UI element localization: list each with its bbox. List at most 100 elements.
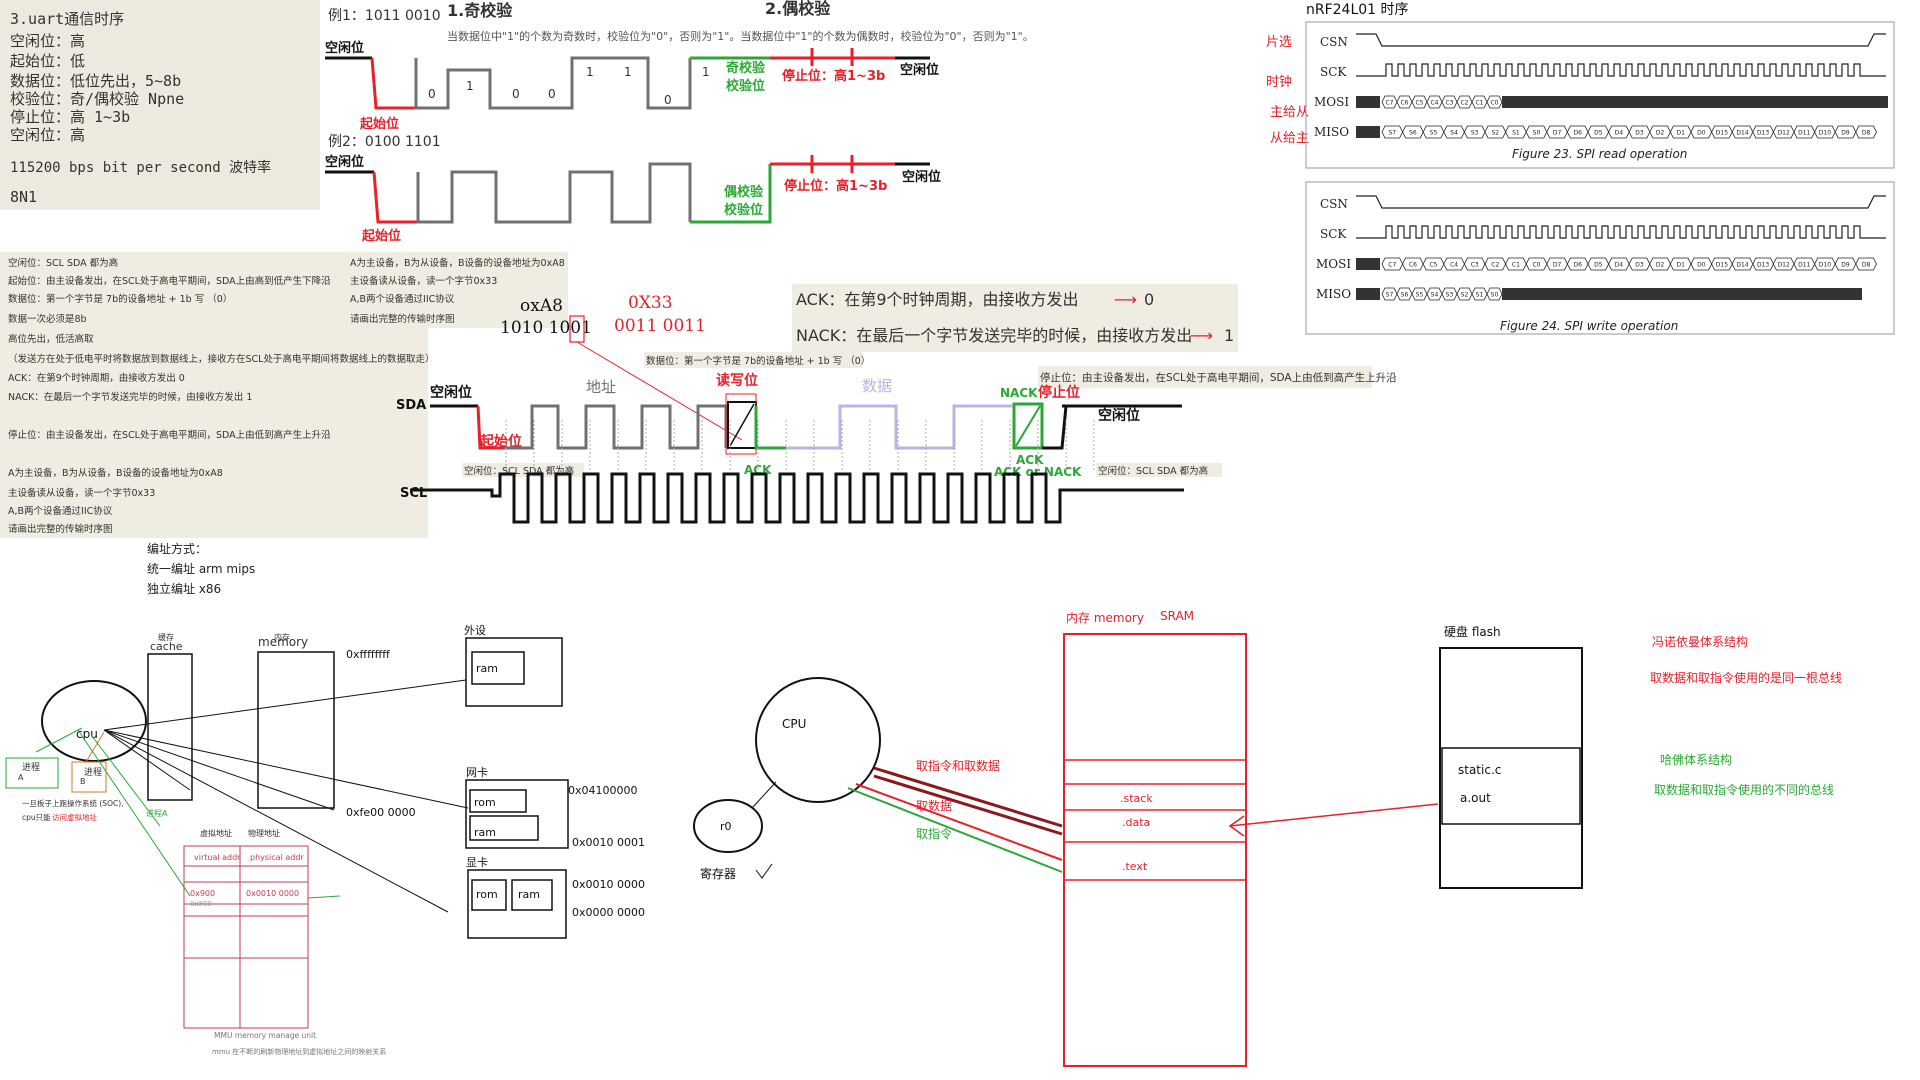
sda-ack-wave (754, 406, 786, 450)
spi-write-sck: SCK (1320, 227, 1347, 241)
spi-write-frame (1305, 181, 1895, 335)
cpu-note-2: 访问虚拟地址 (52, 812, 97, 822)
i2c-addr-bin: 1010 1001 (500, 318, 592, 338)
i2c-ack-or-label-1: ACK (1016, 453, 1044, 467)
i2c-note-9: 停止位：由主设备发出，在SCL处于高电平期间，SDA上由低到高产生上升沿 (8, 429, 331, 441)
parity-idle-label-1: 空闲位 (325, 40, 364, 56)
i2c-addr-label: 地址 (586, 378, 616, 396)
spi-write-mosi-pre (1356, 258, 1380, 270)
spi-write-mosi-cell-label: D7 (1553, 262, 1562, 269)
i2c-note-13: A,B两个设备通过IIC协议 (8, 505, 113, 517)
uart-line-3: 数据位：低位先出，5~8b (10, 72, 181, 90)
uart-notes-bg (0, 0, 320, 210)
register-r0: r0 (720, 820, 732, 833)
spi-write-miso-cell-label: S3 (1446, 292, 1454, 299)
i2c-start-label: 起始位 (479, 433, 522, 450)
i2c-diagram: oxA8 1010 1001 0X33 0011 0011 ACK：在第9个时钟… (396, 284, 1397, 524)
process-a-letter: A (18, 773, 24, 782)
spi-read-miso-cell-label: D1 (1676, 130, 1685, 137)
spi-read-sck: SCK (1320, 65, 1347, 79)
spi-read-mosi-cell-label: C1 (1475, 100, 1483, 107)
spi-write-miso-cell-label: S0 (1491, 292, 1499, 299)
parity-start-label-2: 起始位 (361, 228, 401, 244)
spi-write-sck-wave (1356, 225, 1886, 239)
spi-read-sck-wave (1356, 63, 1886, 77)
process-a-note: 进程A (146, 809, 168, 818)
load-arrow-head (1228, 815, 1245, 837)
cpu-to-peripheral (103, 679, 467, 731)
parity-example-2: 例2：0100 1101 (328, 134, 441, 150)
mmu-table (183, 845, 309, 1029)
memory-cn: 内存 (274, 632, 290, 642)
spi-read-miso-cell-label: D11 (1798, 130, 1810, 137)
vaddr-col-cn: 虚拟地址 (200, 828, 232, 838)
spi-read-miso-cell-label: D10 (1819, 130, 1831, 137)
spi-title: nRF24L01 时序 (1306, 2, 1409, 18)
sda-label: SDA (396, 398, 426, 413)
stack-segment: .stack (1120, 792, 1153, 805)
register-label: 寄存器 (700, 866, 736, 881)
gpu-rom-label: rom (476, 888, 498, 901)
i2c-note-4: 高位先出，低活高取 (8, 333, 94, 345)
spi-read-miso-cell-label: D2 (1656, 130, 1665, 137)
uart-line-4: 校验位：奇/偶校验 Npne (10, 90, 184, 108)
i2c-guides (505, 420, 1095, 470)
spi-write-mosi: MOSI (1316, 257, 1351, 271)
spi-read-miso-cell-label: D9 (1841, 130, 1850, 137)
process-b-cn: 进程 (84, 767, 102, 778)
peripheral-label: 外设 (464, 624, 486, 637)
parity-wave-2-check (690, 164, 772, 224)
parity-bit-1-4: 1 (586, 65, 594, 79)
parity-bit-1-0: 0 (428, 87, 436, 101)
i2c-task-2: A,B两个设备通过IIC协议 (350, 293, 455, 305)
stop-note-bg (1038, 366, 1372, 388)
spi-write-mosi-cell-label: C7 (1388, 262, 1396, 269)
mmu-subcaption: mmu 在不断的刷新物理地址到虚拟地址之间的映射关系 (212, 1047, 386, 1056)
spi-write-miso-pre (1356, 288, 1380, 300)
i2c-ack-or-label-2: ACK or NACK (994, 465, 1082, 479)
parity-diagram: 例1：1011 0010 1.奇校验 2.偶校验 当数据位中"1"的个数为奇数时… (325, 0, 1034, 244)
process-a-cn: 进程 (22, 762, 40, 773)
uart-line-1: 空闲位：高 (10, 32, 85, 50)
spi-write-mosi-cell-label: D3 (1635, 262, 1644, 269)
spi-read-miso-cell-label: S4 (1450, 130, 1458, 137)
gpu-addr-2: 0x0000 0000 (572, 906, 645, 919)
i2c-note-1: 起始位：由主设备发出，在SCL处于高电平期间，SDA上由高到低产生下降沿 (8, 275, 331, 287)
spi-read-csn-wave (1356, 33, 1886, 47)
spi-read-miso-cell-label: D14 (1736, 130, 1748, 137)
i2c-note-6: ACK：在第9个时钟周期，由接收方发出 0 (8, 372, 185, 384)
parity-stop-label-1: 停止位：高1~3b (782, 68, 885, 84)
parity-bit-1-7: 1 (702, 65, 710, 79)
parity-bit-1-3: 0 (548, 87, 556, 101)
spi-diagram: nRF24L01 时序 片选 时钟 主给从 从给主 CSN SCK MOSI M… (1266, 2, 1895, 335)
spi-write-mosi-cell-label: D0 (1697, 262, 1706, 269)
bus-data (855, 783, 1063, 861)
parity-idle-end-label-1: 空闲位 (900, 62, 939, 78)
cpu-to-mmu-green (91, 735, 161, 827)
spi-read-csn: CSN (1320, 35, 1348, 49)
netcard-ram (469, 815, 539, 841)
even-check-label-1: 偶校验 (724, 184, 764, 200)
i2c-note-11: A为主设备，B为从设备，B设备的设备地址为0xA8 (8, 467, 223, 479)
spi-write-mosi-cell-label: D8 (1862, 262, 1871, 269)
odd-check-label-1: 奇校验 (726, 60, 766, 76)
gpu-box (467, 869, 567, 939)
ack-note-arrow: ⟶ (1114, 290, 1137, 309)
spi-read-miso-cell-label: S2 (1491, 130, 1499, 137)
bus-instr (847, 787, 1063, 873)
spi-read-mosi-cell-label: C6 (1400, 100, 1408, 107)
spi-read-miso-cell-label: S7 (1388, 130, 1396, 137)
register-link (751, 781, 777, 809)
arch-cpu-label: CPU (782, 717, 806, 731)
idle-note-start: 空闲位：SCL SDA 都为高 (464, 465, 574, 477)
parity-wave-1-data (414, 56, 692, 110)
spi-read-mosi-cell-label: C5 (1415, 100, 1423, 107)
cpu-to-proc-a (35, 727, 83, 753)
cpu-to-gpu (103, 729, 449, 913)
i2c-idle-label: 空闲位 (430, 384, 472, 401)
os-note: 一旦板子上跑操作系统 (SOC), (22, 798, 124, 808)
bus-instr-label: 取指令 (916, 826, 952, 841)
i2c-addr-hex: oxA8 (520, 296, 563, 316)
